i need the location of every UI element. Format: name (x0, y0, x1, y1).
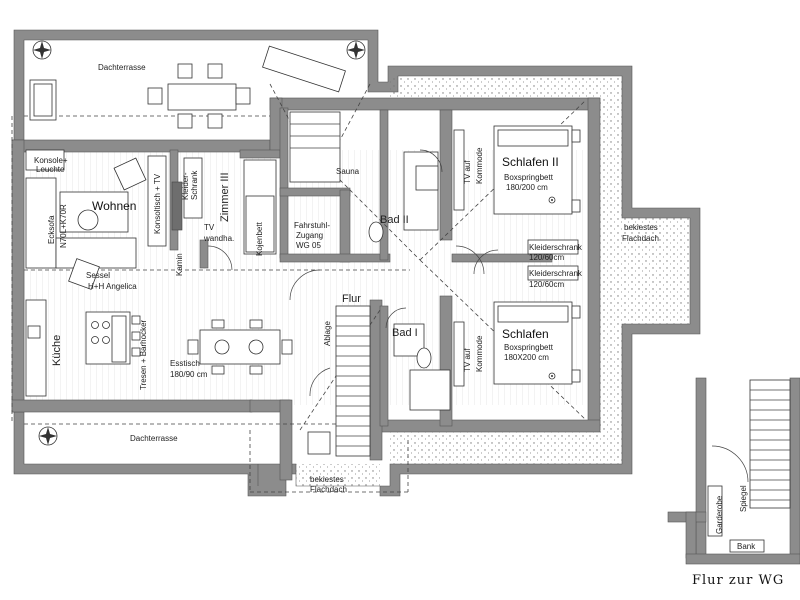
bedroom-1-furniture (493, 301, 581, 385)
label-konsole: Konsole+ (34, 156, 68, 165)
kitchen-furniture (25, 299, 141, 397)
label-flachdach-1: Flachdach (622, 234, 659, 243)
label-fahrstuhl-3: WG 05 (296, 241, 321, 250)
label-kleiderschrank-b-size: 120/60cm (529, 280, 564, 289)
label-boxspring-1-size: 180/200 cm (506, 183, 548, 192)
label-fahrstuhl-1: Fahrstuhl- (294, 221, 330, 230)
label-wandha: wandha. (203, 234, 234, 243)
label-bank: Bank (737, 542, 756, 551)
label-kamin: Kamin (175, 253, 184, 276)
label-konsoltisch: Konsoltisch + TV (153, 173, 162, 234)
bathroom-2-fixtures (289, 111, 465, 243)
label-flur: Flur (342, 293, 361, 305)
label-sauna: Sauna (336, 167, 360, 176)
label-tv-kommode: TV auf (463, 160, 472, 184)
label-kommode: Kommode (475, 147, 484, 184)
label-dachterrasse-bottom: Dachterrasse (130, 434, 178, 443)
door-swings (207, 149, 499, 397)
label-esstisch: Esstisch (170, 359, 200, 368)
label-boxspring-1: Boxspringbett (504, 173, 554, 182)
inset-plan (667, 377, 800, 565)
label-boxspring-2: Boxspringbett (504, 343, 554, 352)
label-zimmer3: Zimmer III (219, 173, 231, 223)
dining-table (187, 319, 293, 375)
label-leuchte: Leuchte (36, 165, 65, 174)
label-kojenbett: Kojenbett (255, 221, 264, 256)
label-ecksofa-size: N70L+K70R (59, 204, 68, 248)
label-bekiestes-1: bekiestes (624, 223, 658, 232)
label-garderobe: Garderobe (715, 495, 724, 534)
label-wohnen: Wohnen (92, 199, 136, 213)
label-ecksofa: Ecksofa (47, 215, 56, 244)
label-ablage: Ablage (323, 321, 332, 346)
label-kleiderschrank-z3: Kleider- (181, 172, 190, 200)
label-spiegel: Spiegel (739, 485, 748, 512)
label-kueche: Küche (51, 335, 63, 366)
label-kommode-b: Kommode (475, 335, 484, 372)
label-flachdach-2: Flachdach (310, 485, 347, 494)
bathroom-1-fixtures (393, 321, 465, 411)
label-bad2: Bad II (380, 214, 409, 226)
terrace-furniture (29, 45, 346, 129)
label-boxspring-2-size: 180X200 cm (504, 353, 549, 362)
label-tv-kommode-b: TV auf (463, 348, 472, 372)
label-kleiderschrank-a: Kleiderschrank (529, 243, 583, 252)
staircase (307, 305, 371, 457)
label-kleiderschrank-a-size: 120/60cm (529, 253, 564, 262)
living-furniture (25, 149, 167, 290)
room-zimmer3-furniture (183, 157, 277, 255)
label-flur-zur-wg: Flur zur WG (692, 573, 784, 588)
label-kleiderschrank-b: Kleiderschrank (529, 269, 583, 278)
label-kleiderschrank-z3-2: Schrank (190, 170, 199, 200)
label-tv: TV (204, 223, 215, 232)
roof-lines (11, 83, 587, 493)
bedroom-2-furniture (493, 125, 581, 281)
label-sessel-model: H+H Angelica (88, 282, 137, 291)
label-schlafen2: Schlafen II (502, 155, 559, 169)
label-bekiestes-2: bekiestes (310, 475, 344, 484)
label-bad1: Bad I (392, 327, 418, 339)
label-fahrstuhl-2: Zugang (296, 231, 323, 240)
label-dachterrasse-top: Dachterrasse (98, 63, 146, 72)
label-sessel: Sessel (86, 271, 110, 280)
gravel-roof (296, 76, 690, 486)
plant-icon (32, 40, 366, 446)
label-schlafen: Schlafen (502, 327, 549, 341)
label-tresen: Tresen + Barhocker (139, 319, 148, 390)
label-esstisch-size: 180/90 cm (170, 370, 208, 379)
